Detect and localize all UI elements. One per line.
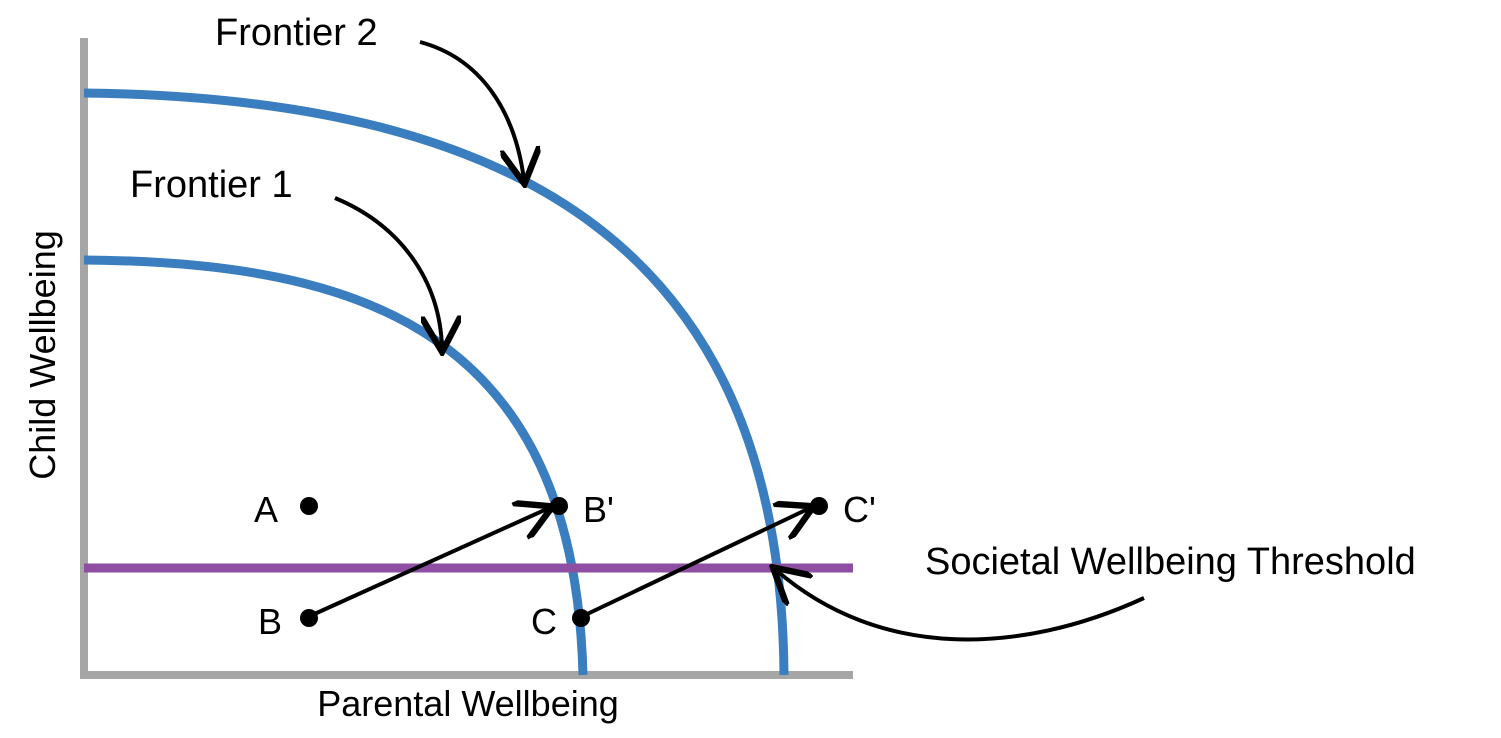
- point-b-prime: [550, 497, 568, 515]
- frontier-2-callout-arrow: [419, 40, 524, 180]
- point-b-prime-label: B': [583, 489, 614, 530]
- point-b: [300, 609, 318, 627]
- point-c-prime: [810, 497, 828, 515]
- y-axis-label: Child Wellbeing: [22, 230, 63, 479]
- point-c: [572, 609, 590, 627]
- point-b-label: B: [258, 601, 282, 642]
- point-c-label: C: [531, 601, 557, 642]
- frontier-2-curve: [83, 88, 789, 676]
- point-a-label: A: [254, 489, 278, 530]
- frontier-1-label: Frontier 1: [130, 164, 293, 206]
- point-a: [300, 497, 318, 515]
- arrow-b-to-b-prime: [309, 508, 549, 618]
- point-c-prime-label: C': [843, 489, 876, 530]
- threshold-callout-arrow: [776, 570, 1145, 642]
- frontier-2-label: Frontier 2: [215, 12, 378, 54]
- threshold-label: Societal Wellbeing Threshold: [925, 541, 1416, 583]
- frontier-1-callout-arrow: [334, 196, 442, 348]
- arrow-c-to-c-prime: [582, 508, 810, 618]
- frontier-1-curve: [83, 255, 588, 676]
- x-axis-label: Parental Wellbeing: [317, 683, 619, 724]
